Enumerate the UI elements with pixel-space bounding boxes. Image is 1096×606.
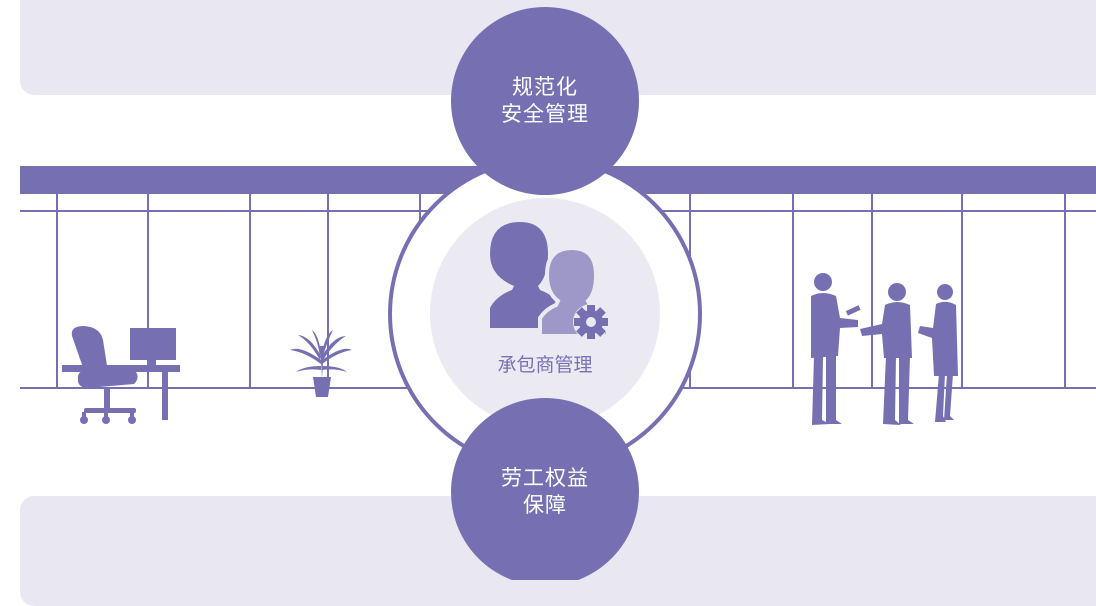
bottom-circle-line1: 劳工权益 [501,466,589,490]
bottom-circle [451,398,639,580]
top-circle-line2: 安全管理 [501,102,589,126]
top-circle [451,7,639,195]
office-desk-icon [62,326,180,424]
bottom-circle-label: 劳工权益 保障 [445,465,645,519]
contractor-people-gear-icon [490,222,610,340]
office-scene-illustration [20,7,1096,580]
center-label: 承包商管理 [497,354,593,376]
potted-plant-icon [290,330,352,397]
top-circle-line1: 规范化 [512,75,578,99]
top-circle-label: 规范化 安全管理 [445,74,645,128]
business-people-icon [811,273,958,425]
bottom-circle-line2: 保障 [523,493,567,517]
glass-wall [20,166,1096,389]
